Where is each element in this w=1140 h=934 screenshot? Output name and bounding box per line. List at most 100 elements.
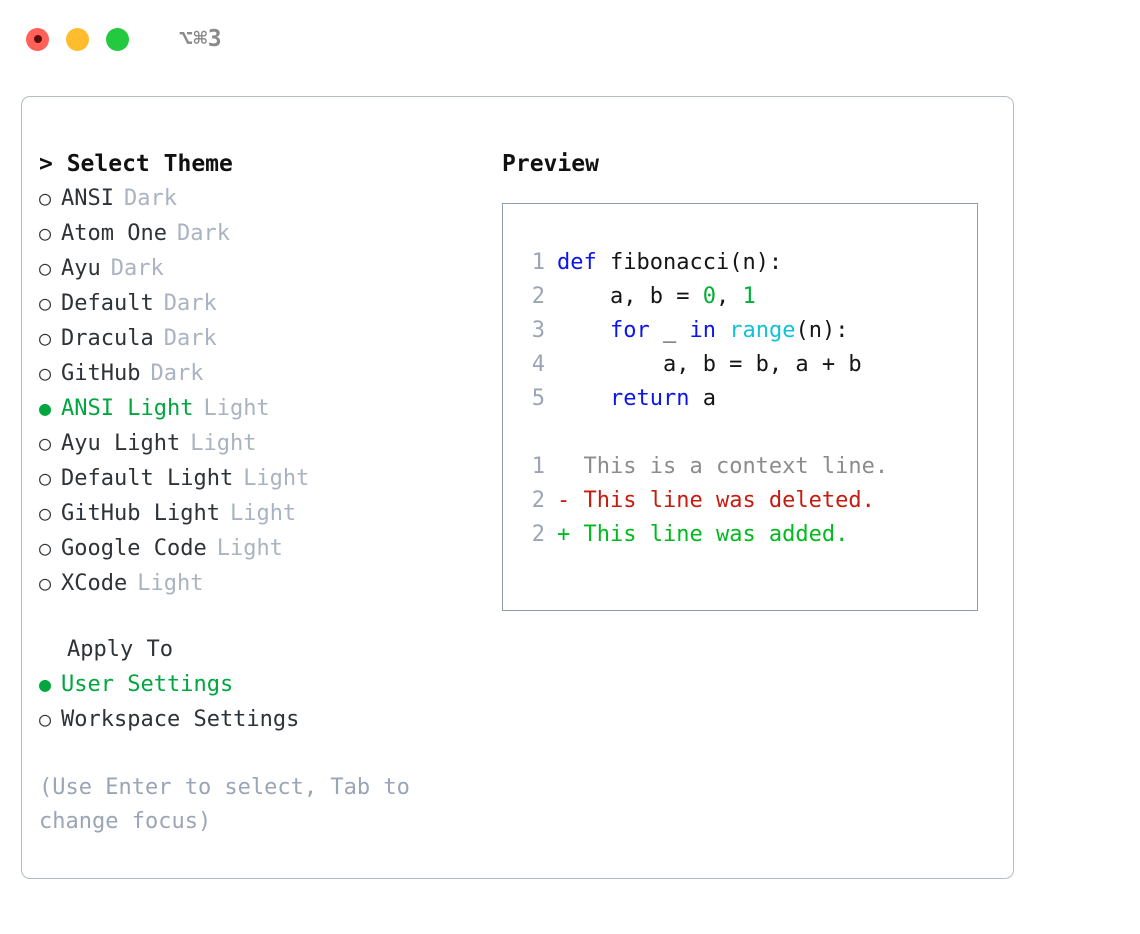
theme-row[interactable]: ○ Default Light Light [39, 461, 479, 496]
code-line-number: 5 [531, 386, 545, 411]
code-token-fn: range [729, 318, 796, 343]
apply-to-label: Workspace Settings [61, 707, 300, 732]
theme-kind-badge: Dark [110, 256, 164, 281]
diff-line-number: 2 [531, 522, 545, 547]
code-token-txt: (n): [795, 318, 849, 343]
preview-title: Preview [502, 151, 599, 177]
radio-unselected-icon: ○ [39, 466, 52, 490]
radio-unselected-icon: ○ [39, 361, 52, 385]
code-token-txt [557, 314, 610, 348]
theme-kind-badge: Dark [163, 291, 217, 316]
theme-kind-badge: Dark [163, 326, 217, 351]
code-line-number: 2 [531, 284, 545, 309]
maximize-button[interactable] [106, 27, 129, 51]
theme-name: Ayu Light [61, 431, 181, 456]
diff-text: This is a context line. [583, 454, 889, 479]
diff-line-number: 1 [531, 454, 545, 479]
theme-kind-badge: Dark [123, 186, 177, 211]
radio-unselected-icon: ○ [39, 256, 52, 280]
radio-unselected-icon: ○ [39, 291, 52, 315]
code-token-kw: return [609, 386, 690, 411]
diff-sample: 1 This is a context line.2- This line wa… [519, 450, 977, 552]
page-title: > Select Theme [39, 151, 233, 177]
theme-kind-badge: Dark [150, 361, 204, 386]
code-token-kw: in [689, 318, 716, 343]
code-line: 4 a, b = b, a + b [519, 348, 977, 382]
theme-row[interactable]: ○ GitHub Light Light [39, 496, 479, 531]
code-line-number: 3 [531, 318, 545, 343]
radio-unselected-icon: ○ [39, 536, 52, 560]
radio-selected-icon: ● [39, 396, 52, 420]
theme-name: Default [61, 291, 154, 316]
diff-text: This line was added. [583, 522, 849, 547]
theme-row[interactable]: ○ Google Code Light [39, 531, 479, 566]
theme-name: GitHub [61, 361, 141, 386]
theme-row[interactable]: ○ Ayu Dark [39, 251, 479, 286]
code-token-txt [716, 314, 729, 348]
theme-name: GitHub Light [61, 501, 220, 526]
theme-name: Dracula [61, 326, 154, 351]
theme-row[interactable]: ○ Dracula Dark [39, 321, 479, 356]
theme-name: Atom One [61, 221, 167, 246]
close-button[interactable] [26, 27, 49, 51]
theme-kind-badge: Dark [176, 221, 230, 246]
minimize-button[interactable] [66, 27, 89, 51]
theme-name: ANSI Light [61, 396, 194, 421]
radio-unselected-icon: ○ [39, 221, 52, 245]
diff-line: 1 This is a context line. [519, 450, 977, 484]
theme-kind-badge: Light [190, 431, 257, 456]
radio-selected-icon: ● [39, 672, 52, 696]
diff-text: This line was deleted. [583, 488, 875, 513]
title-bar: ⌥⌘3 [0, 0, 1140, 78]
diff-marker: + [557, 522, 584, 547]
theme-kind-badge: Light [229, 501, 297, 526]
theme-name: ANSI [61, 186, 114, 211]
theme-row[interactable]: ○ GitHub Dark [39, 356, 479, 391]
apply-to-option[interactable]: ○Workspace Settings [39, 702, 479, 737]
keyboard-shortcut-label: ⌥⌘3 [179, 25, 223, 52]
theme-name: XCode [61, 571, 128, 596]
apply-to-list: ●User Settings○Workspace Settings [39, 667, 479, 737]
radio-unselected-icon: ○ [39, 501, 52, 525]
theme-row[interactable]: ○ Atom One Dark [39, 216, 479, 251]
code-token-txt: a, b = [557, 284, 703, 309]
code-token-txt: fibonacci(n): [596, 250, 783, 275]
code-token-txt: , [715, 284, 743, 309]
apply-to-option[interactable]: ●User Settings [39, 667, 479, 702]
code-line-number: 4 [531, 352, 545, 377]
code-token-num: 1 [742, 284, 756, 309]
theme-name: Ayu [61, 256, 101, 281]
theme-name: Default Light [61, 466, 234, 491]
code-token-txt: a, b = b, a + b [557, 352, 862, 377]
diff-line: 2 + This line was added. [519, 518, 977, 552]
radio-unselected-icon: ○ [39, 431, 52, 455]
keyboard-hint: (Use Enter to select, Tab to change focu… [39, 775, 410, 834]
apply-to-heading: Apply To [67, 637, 173, 662]
code-spacer [519, 416, 977, 450]
diff-line-number: 2 [531, 488, 545, 513]
theme-name: Google Code [61, 536, 207, 561]
theme-kind-badge: Light [137, 571, 204, 596]
theme-kind-badge: Light [216, 536, 283, 561]
theme-kind-badge: Light [243, 466, 310, 491]
theme-row[interactable]: ○ Default Dark [39, 286, 479, 321]
code-token-txt: _ [649, 318, 690, 343]
code-line: 2 a, b = 0, 1 [519, 280, 977, 314]
code-line-number: 1 [531, 250, 545, 275]
theme-row[interactable]: ○ Ayu Light Light [39, 426, 479, 461]
window-controls [26, 27, 129, 51]
diff-marker [557, 450, 584, 484]
code-token-num: 0 [702, 284, 716, 309]
code-token-kw: for [609, 318, 650, 343]
radio-unselected-icon: ○ [39, 326, 52, 350]
code-token-txt: a [689, 386, 716, 411]
